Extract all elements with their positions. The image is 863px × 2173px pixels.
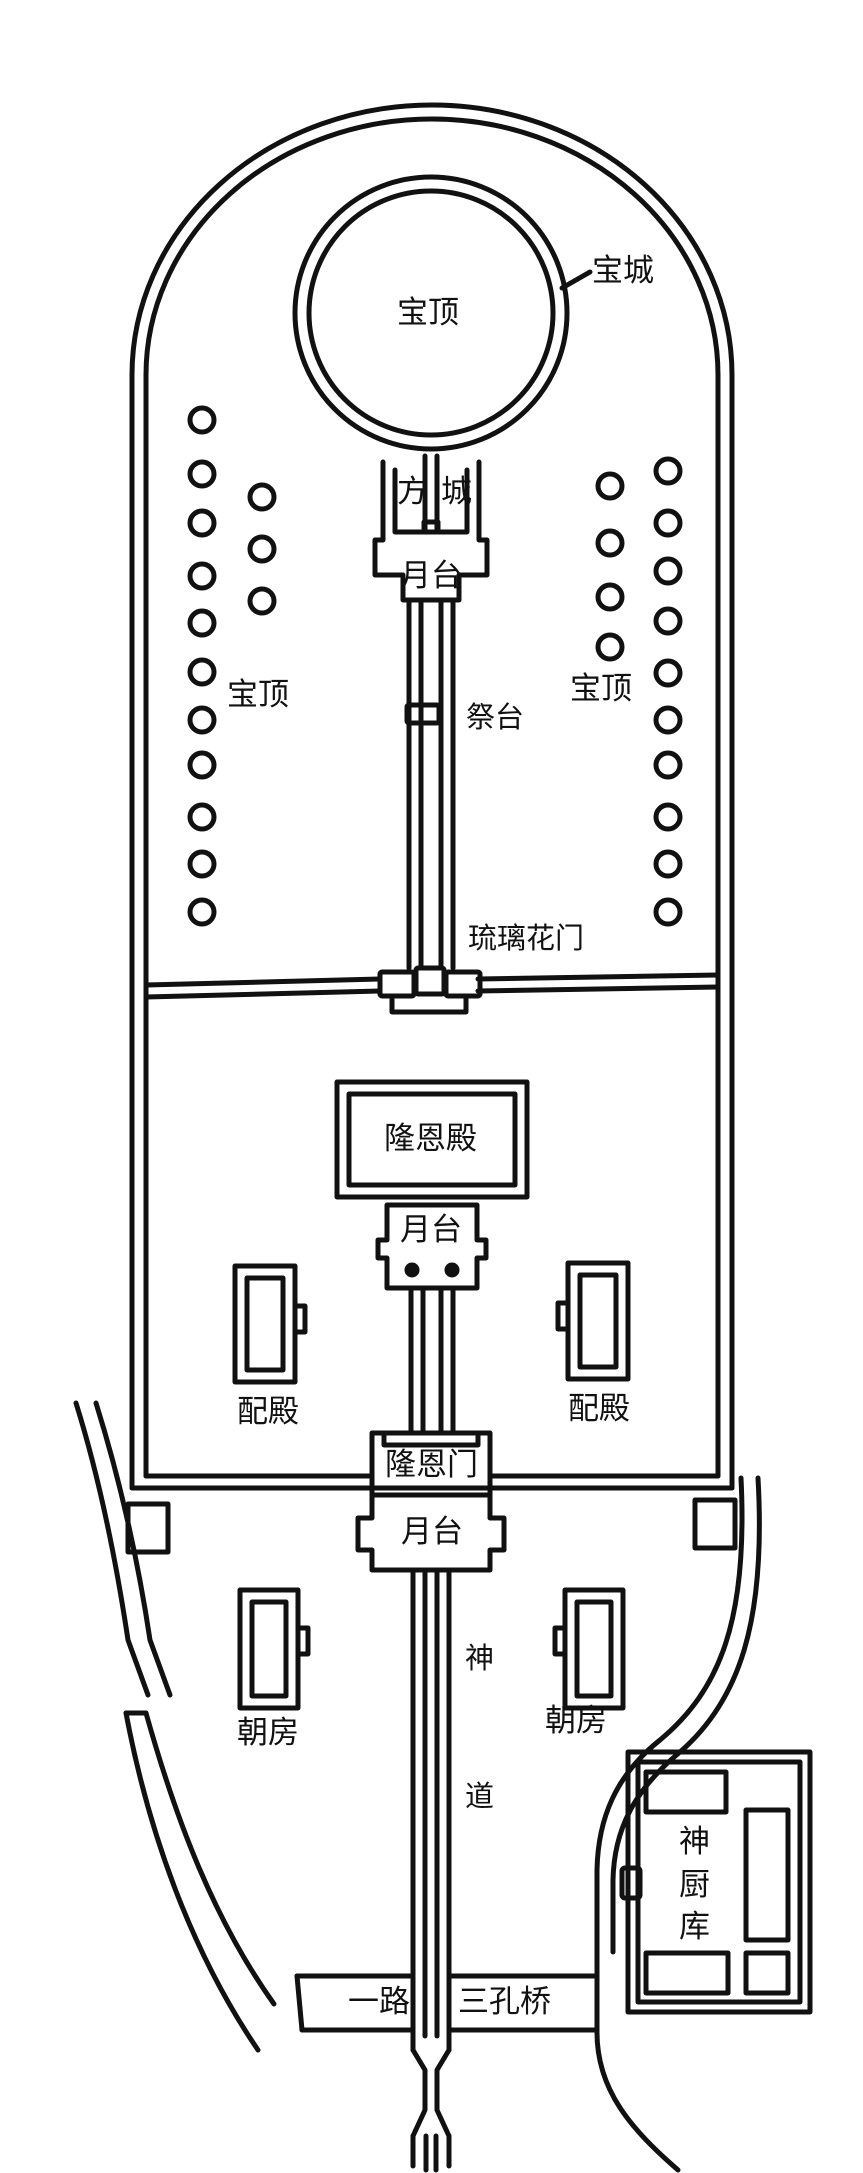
label-treasure-mounds-right: 宝顶 (570, 671, 632, 707)
left-river-bank-lower-b (143, 1710, 277, 2007)
label-divine-kitchen-3: 库 (679, 1909, 710, 1945)
sacrificial-altar (404, 702, 442, 726)
court-chamber-left (237, 1587, 311, 1711)
divider-wall-right-b (475, 984, 721, 994)
label-moon-terrace-lower: 月台 (401, 1514, 463, 1550)
outer-wall-outer (129, 102, 735, 1491)
left-river-bank-upper-a (73, 1400, 151, 1698)
outer-wall-inner (143, 116, 721, 1479)
middle-spirit-way (408, 1285, 456, 1436)
divine-kitchen-building-top (643, 1769, 729, 1815)
label-road: 一路 (348, 1984, 410, 2020)
label-court-chamber-left: 朝房 (237, 1715, 299, 1751)
treasure-city-outer-ring (292, 174, 570, 452)
label-square-city-left: 方 (397, 474, 428, 510)
divine-kitchen-wall-outer (625, 1749, 813, 2015)
court-chamber-right (552, 1587, 626, 1711)
label-sacrificial-altar: 祭台 (466, 700, 525, 734)
middle-moon-terrace (375, 1202, 489, 1291)
right-river-bank-lower (594, 2027, 681, 2173)
label-side-hall-left: 配殿 (237, 1394, 299, 1430)
longen-hall-outer (334, 1079, 530, 1200)
corner-pavilion-right (692, 1497, 738, 1551)
label-square-city-right: 城 (441, 474, 472, 510)
treasure-city-inner-ring (306, 188, 556, 438)
divider-wall-left-a (143, 976, 383, 988)
longen-hall-inner (346, 1091, 518, 1188)
right-river-bank-b (610, 1475, 762, 1955)
divider-wall-right-a (475, 972, 721, 982)
label-treasure-mound-main: 宝顶 (397, 295, 459, 331)
lower-spirit-way (410, 1567, 452, 2173)
label-moon-terrace-middle: 月台 (400, 1212, 462, 1248)
label-treasure-city: 宝城 (592, 253, 654, 289)
label-moon-terrace-top: 月台 (400, 558, 462, 594)
side-hall-left (232, 1263, 308, 1385)
divine-kitchen-building-bottom-right (743, 1950, 791, 1996)
glazed-flower-gate (377, 965, 483, 1015)
left-river-bank-lower-a (123, 1710, 261, 2053)
label-glazed-flower-gate: 琉璃花门 (468, 921, 585, 955)
treasure-mounds-left (187, 405, 277, 927)
label-treasure-mounds-left: 宝顶 (227, 677, 289, 713)
lower-moon-terrace (355, 1492, 507, 1573)
label-side-hall-right: 配殿 (568, 1391, 630, 1427)
divider-wall-left-b (143, 988, 383, 1000)
divine-kitchen-wall-inner (635, 1759, 803, 2005)
label-court-chamber-right: 朝房 (545, 1703, 607, 1739)
label-three-arch-bridge: 三孔桥 (458, 1984, 551, 2020)
label-divine-kitchen-2: 厨 (679, 1867, 710, 1903)
label-spirit-way-1: 神 (465, 1641, 495, 1675)
divine-kitchen-building-right (743, 1807, 791, 1943)
divine-kitchen-gate (619, 1865, 643, 1901)
side-hall-right (555, 1260, 631, 1382)
label-divine-kitchen-1: 神 (679, 1824, 710, 1860)
right-river-bank-a (594, 1475, 745, 1979)
label-longen-hall: 隆恩殿 (384, 1121, 477, 1157)
label-spirit-way-2: 道 (465, 1779, 495, 1813)
divine-kitchen-building-bottom-left (643, 1950, 731, 1996)
left-river-bank-upper-b (93, 1400, 173, 1698)
upper-spirit-way (406, 597, 456, 971)
square-city (372, 459, 490, 603)
label-longen-gate: 隆恩门 (385, 1447, 478, 1483)
treasure-mounds-right (595, 456, 683, 927)
